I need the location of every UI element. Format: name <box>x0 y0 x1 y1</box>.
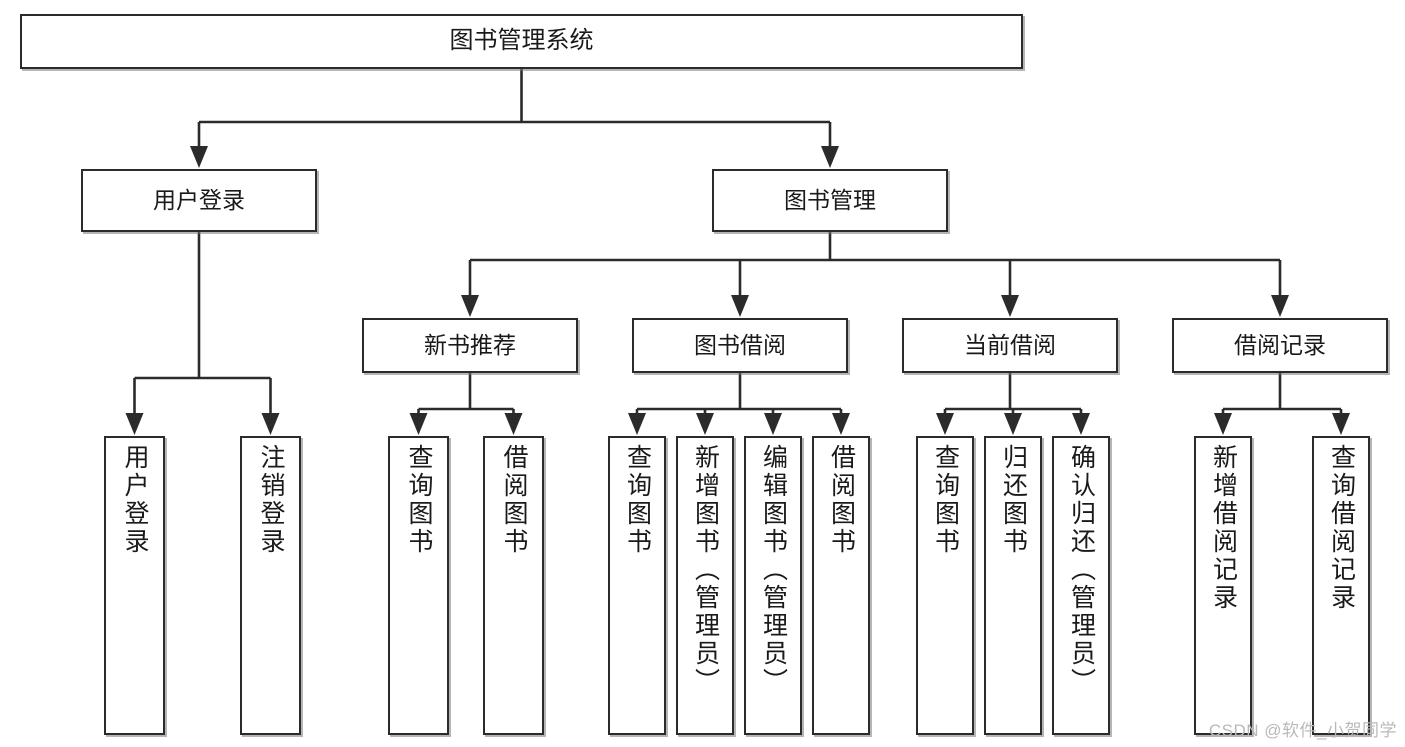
arrowhead-icon <box>461 295 479 317</box>
node-l9[interactable]: 查询图书 <box>916 436 974 735</box>
node-label: 编辑图书（管理员） <box>759 444 788 696</box>
node-label: 用户登录 <box>153 186 245 213</box>
node-newbook[interactable]: 新书推荐 <box>362 318 578 373</box>
arrowhead-icon <box>261 413 280 435</box>
node-label: 归还图书 <box>999 444 1028 556</box>
node-root[interactable]: 图书管理系统 <box>20 14 1023 69</box>
node-label: 借阅图书 <box>827 444 856 556</box>
node-l5[interactable]: 查询图书 <box>608 436 666 735</box>
node-label: 查询图书 <box>623 444 652 556</box>
arrowhead-icon <box>1001 295 1019 317</box>
arrowhead-icon <box>1004 413 1022 435</box>
arrowhead-icon <box>1072 413 1090 435</box>
node-l7[interactable]: 编辑图书（管理员） <box>744 436 802 735</box>
node-records[interactable]: 借阅记录 <box>1172 318 1388 373</box>
arrowhead-icon <box>731 295 749 317</box>
node-login[interactable]: 用户登录 <box>81 169 317 232</box>
arrowhead-icon <box>936 413 954 435</box>
arrowhead-icon <box>821 146 839 168</box>
node-label: 当前借阅 <box>964 331 1056 358</box>
node-label: 新书推荐 <box>424 331 516 358</box>
node-l11[interactable]: 确认归还（管理员） <box>1052 436 1110 735</box>
arrowhead-icon <box>190 146 208 168</box>
node-l10[interactable]: 归还图书 <box>984 436 1042 735</box>
arrowhead-icon <box>125 413 144 435</box>
node-l8[interactable]: 借阅图书 <box>812 436 870 735</box>
node-l1[interactable]: 用户登录 <box>104 436 165 735</box>
node-borrow[interactable]: 图书借阅 <box>632 318 848 373</box>
arrowhead-icon <box>832 413 850 435</box>
watermark-label: CSDN @软件_小贺同学 <box>1208 721 1397 740</box>
node-label: 图书管理系统 <box>449 27 594 55</box>
arrowhead-icon <box>628 413 646 435</box>
node-l12[interactable]: 新增借阅记录 <box>1194 436 1252 735</box>
arrowhead-icon <box>504 413 523 435</box>
node-label: 用户登录 <box>121 444 149 556</box>
node-l4[interactable]: 借阅图书 <box>483 436 544 735</box>
node-current[interactable]: 当前借阅 <box>902 318 1118 373</box>
arrowhead-icon <box>1271 295 1289 317</box>
node-label: 图书管理 <box>784 186 876 213</box>
node-label: 图书借阅 <box>694 331 786 358</box>
node-label: 查询图书 <box>931 444 960 556</box>
node-label: 查询借阅记录 <box>1327 444 1356 612</box>
arrowhead-icon <box>1332 413 1350 435</box>
node-bookmgmt[interactable]: 图书管理 <box>712 169 948 232</box>
node-label: 注销登录 <box>257 444 285 556</box>
node-label: 查询图书 <box>405 444 433 556</box>
node-l13[interactable]: 查询借阅记录 <box>1312 436 1370 735</box>
node-l2[interactable]: 注销登录 <box>240 436 301 735</box>
arrowhead-icon <box>696 413 714 435</box>
arrowhead-icon <box>409 413 428 435</box>
node-label: 借阅图书 <box>500 444 528 556</box>
node-label: 新增图书（管理员） <box>691 444 720 696</box>
node-l6[interactable]: 新增图书（管理员） <box>676 436 734 735</box>
node-l3[interactable]: 查询图书 <box>388 436 449 735</box>
node-label: 确认归还（管理员） <box>1067 444 1096 696</box>
arrowhead-icon <box>1214 413 1232 435</box>
arrowhead-icon <box>764 413 782 435</box>
node-label: 借阅记录 <box>1234 331 1326 358</box>
node-label: 新增借阅记录 <box>1209 444 1238 612</box>
